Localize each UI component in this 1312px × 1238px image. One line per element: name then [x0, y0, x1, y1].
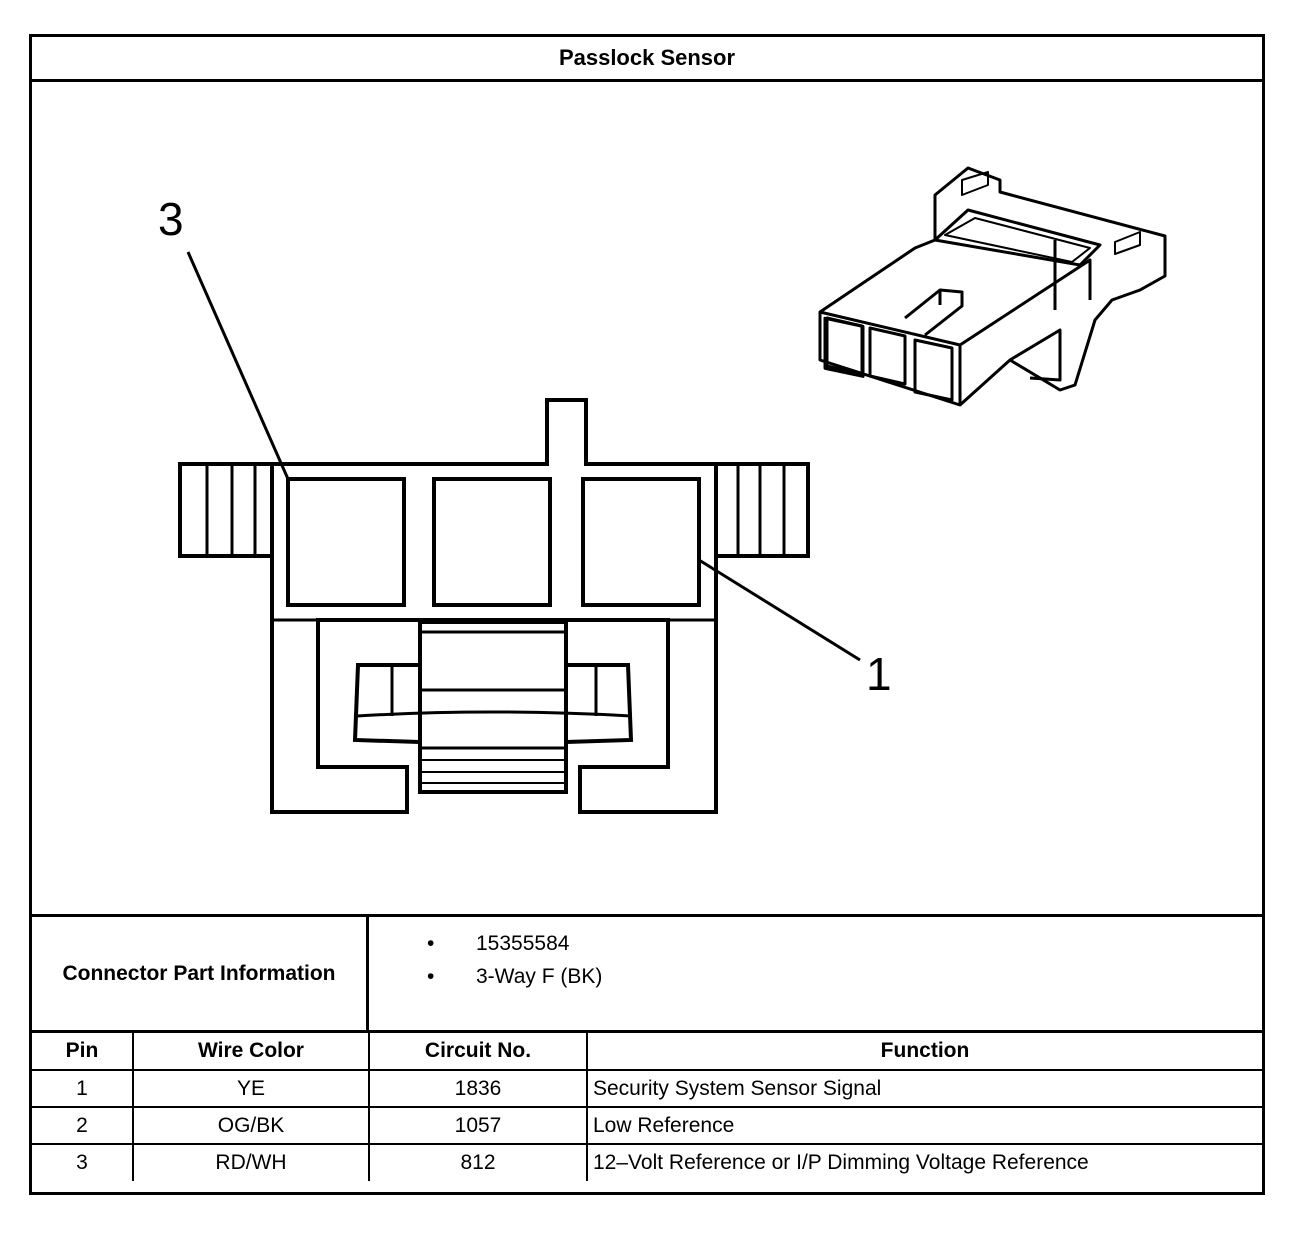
function-cell: Security System Sensor Signal — [586, 1069, 1262, 1108]
pin-table: Pin Wire Color Circuit No. Function 1 YE… — [32, 1033, 1262, 1181]
part-number: 15355584 — [476, 932, 570, 955]
table-header-row: Pin Wire Color Circuit No. Function — [32, 1033, 1262, 1071]
wire-color-cell: YE — [132, 1069, 370, 1108]
circuit-cell: 812 — [368, 1143, 588, 1181]
connector-part-info: Connector Part Information • 15355584 • 3-… — [32, 914, 1262, 1033]
callout-3: 3 — [158, 193, 184, 245]
table-row: 1 YE 1836 Security System Sensor Signal — [32, 1069, 1262, 1108]
pin-cell: 1 — [32, 1069, 134, 1108]
page-title: Passlock Sensor — [32, 37, 1262, 82]
function-cell: 12–Volt Reference or I/P Dimming Voltage… — [586, 1143, 1262, 1181]
function-cell: Low Reference — [586, 1106, 1262, 1145]
bullet-icon: • — [427, 965, 435, 988]
bullet-icon: • — [427, 932, 435, 955]
connector-iso-view — [818, 166, 1167, 407]
wire-color-cell: RD/WH — [132, 1143, 370, 1181]
table-row: 3 RD/WH 812 12–Volt Reference or I/P Dim… — [32, 1143, 1262, 1181]
list-item: • 3-Way F (BK) — [372, 960, 602, 993]
cavity-3 — [286, 477, 406, 607]
left-rib-block — [178, 462, 274, 558]
housing-outline — [270, 398, 718, 814]
connector-type: 3-Way F (BK) — [476, 965, 603, 988]
circuit-cell: 1836 — [368, 1069, 588, 1108]
pin-cell: 2 — [32, 1106, 134, 1145]
cavity-1 — [581, 477, 701, 607]
connector-sheet: Passlock Sensor — [29, 34, 1265, 1195]
pin-cell: 3 — [32, 1143, 134, 1181]
connector-part-info-list: • 15355584 • 3-Way F (BK) — [372, 927, 602, 993]
callout-1: 1 — [866, 648, 892, 700]
column-header-circuit: Circuit No. — [368, 1033, 588, 1071]
column-header-wire-color: Wire Color — [132, 1033, 370, 1071]
right-rib-block — [714, 462, 810, 558]
circuit-cell: 1057 — [368, 1106, 588, 1145]
list-item: • 15355584 — [372, 927, 602, 960]
connector-drawing: 3 1 — [158, 166, 1167, 814]
connector-part-info-label: Connector Part Information — [32, 917, 369, 1030]
column-header-function: Function — [586, 1033, 1262, 1071]
cavity-2 — [432, 477, 552, 607]
column-header-pin: Pin — [32, 1033, 134, 1071]
wire-color-cell: OG/BK — [132, 1106, 370, 1145]
table-row: 2 OG/BK 1057 Low Reference — [32, 1106, 1262, 1145]
